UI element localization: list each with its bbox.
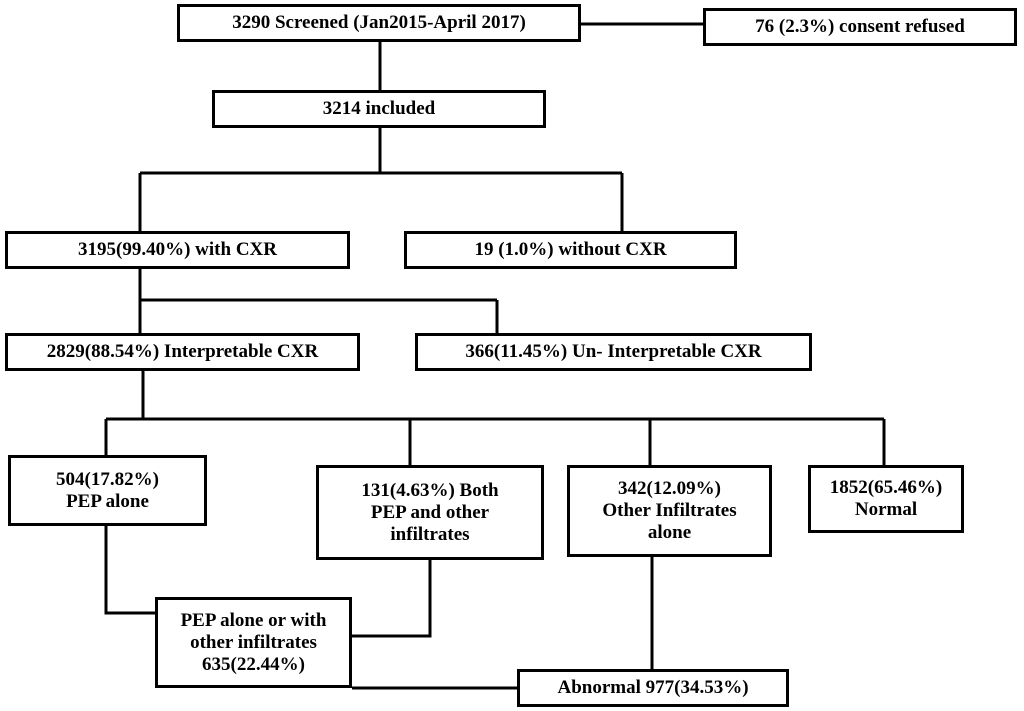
consent-refused-box: 76 (2.3%) consent refused [703,8,1017,46]
pep-combined-line-2: other infiltrates [190,631,317,653]
abnormal-box: Abnormal 977(34.53%) [517,669,789,707]
other-infiltrates-line-2: Other Infiltrates [602,500,737,521]
pep-alone-line-2: PEP alone [66,490,149,512]
normal-line-1: 1852(65.46%) [829,477,943,498]
with-cxr-box: 3195(99.40%) with CXR [5,231,350,269]
both-line-1: 131(4.63%) Both [361,479,499,501]
other-infiltrates-box: 342(12.09%) Other Infiltrates alone [567,465,772,557]
screened-label: 3290 Screened (Jan2015-April 2017) [232,12,526,33]
included-label: 3214 included [322,98,436,119]
abnormal-label: Abnormal 977(34.53%) [557,677,749,698]
pep-combined-line-1: PEP alone or with [180,609,327,631]
pep-alone-box: 504(17.82%) PEP alone [8,455,207,526]
without-cxr-box: 19 (1.0%) without CXR [404,231,737,269]
interpretable-cxr-label: 2829(88.54%) Interpretable CXR [46,341,319,362]
other-infiltrates-line-1: 342(12.09%) [618,478,721,499]
with-cxr-label: 3195(99.40%) with CXR [78,239,277,260]
connector-both-to-combined [352,560,432,638]
both-line-2: PEP and other [370,501,490,523]
uninterpretable-cxr-box: 366(11.45%) Un- Interpretable CXR [415,333,812,371]
connector-pep-alone-to-combined [104,526,155,615]
pep-combined-line-3: 635(22.44%) [202,653,305,675]
pep-combined-box: PEP alone or with other infiltrates 635(… [155,597,352,688]
consent-refused-label: 76 (2.3%) consent refused [755,16,965,37]
included-box: 3214 included [212,90,546,128]
both-line-3: infiltrates [390,523,470,545]
both-pep-other-box: 131(4.63%) Both PEP and other infiltrate… [316,465,544,560]
screened-box: 3290 Screened (Jan2015-April 2017) [177,4,581,42]
normal-line-2: Normal [854,499,918,520]
other-infiltrates-line-3: alone [647,522,692,543]
uninterpretable-cxr-label: 366(11.45%) Un- Interpretable CXR [465,341,762,362]
interpretable-cxr-box: 2829(88.54%) Interpretable CXR [5,333,360,371]
pep-alone-line-1: 504(17.82%) [56,468,159,490]
without-cxr-label: 19 (1.0%) without CXR [474,239,667,260]
normal-box: 1852(65.46%) Normal [808,465,964,533]
